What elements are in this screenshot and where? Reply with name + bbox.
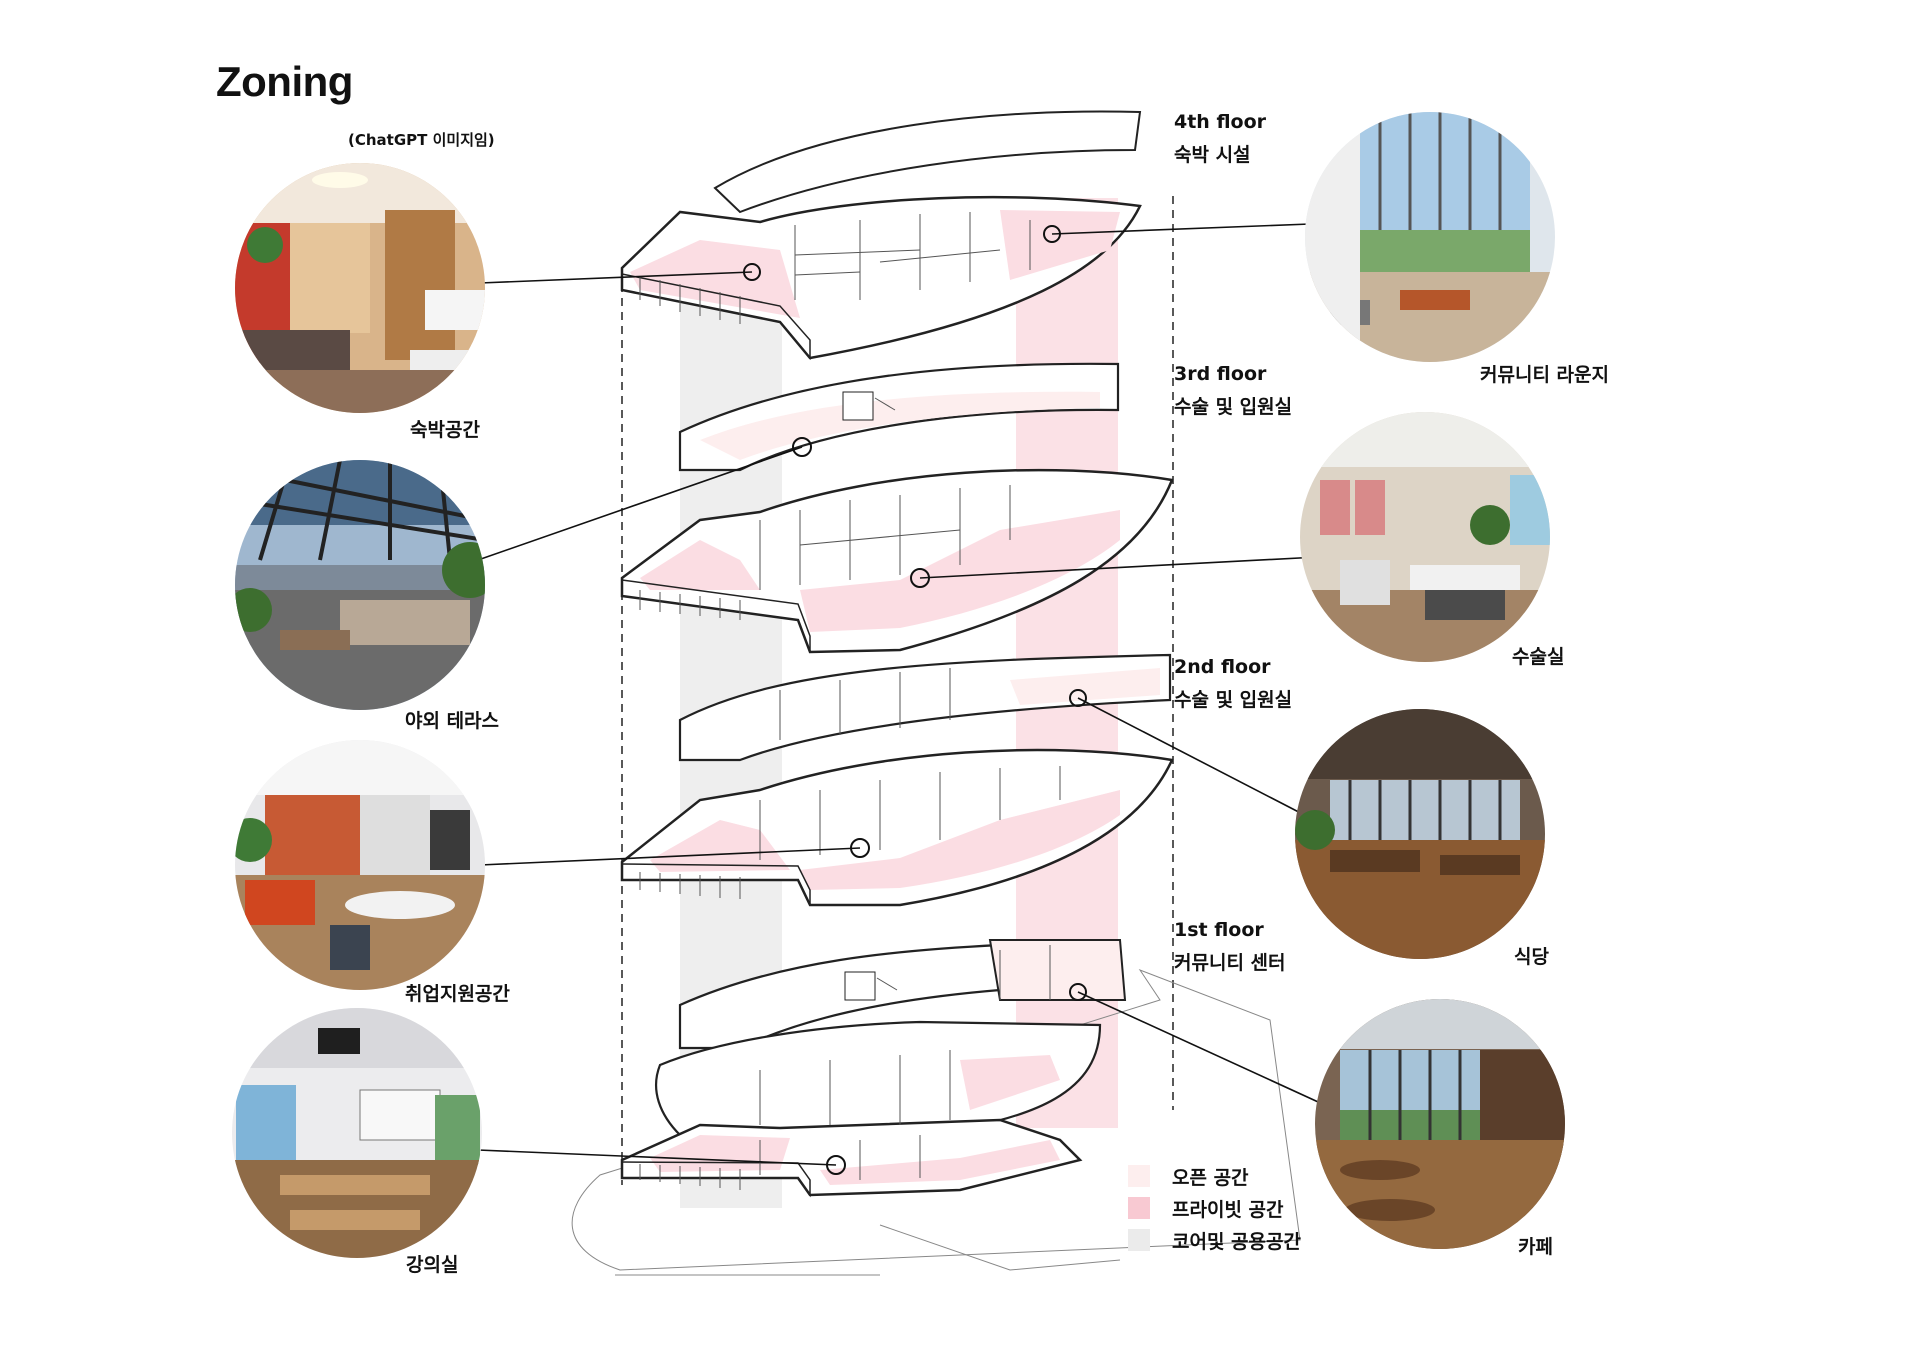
floor-label-1f: 1st floor 커뮤니티 센터: [1174, 921, 1286, 973]
legend-label-private: 프라이빗 공간: [1172, 1198, 1284, 1221]
floor-use-3f: 수술 및 입원실: [1174, 396, 1293, 418]
legend-item-private: 프라이빗 공간: [1128, 1192, 1301, 1224]
floor-use-4f: 숙박 시설: [1174, 144, 1251, 166]
floor-name-1f: 1st floor: [1174, 919, 1264, 941]
floor-name-3f: 3rd floor: [1174, 363, 1267, 385]
floor-name-4f: 4th floor: [1174, 111, 1267, 133]
legend-swatch-open: [1128, 1165, 1150, 1187]
label-community-lounge: 커뮤니티 라운지: [1480, 364, 1609, 386]
floor-label-4f: 4th floor 숙박 시설: [1174, 113, 1266, 165]
legend: 오픈 공간 프라이빗 공간 코어및 공용공간: [1128, 1160, 1301, 1256]
label-career-space: 취업지원공간: [405, 983, 510, 1005]
floor-1-plan: [571, 939, 1301, 1276]
photo-lecture-room: [232, 1008, 482, 1258]
dashed-guides: [621, 196, 1174, 1185]
legend-item-open: 오픈 공간: [1128, 1160, 1301, 1192]
photo-terrace: [235, 460, 485, 710]
label-operating-room: 수술실: [1512, 646, 1565, 668]
floor-name-2f: 2nd floor: [1174, 656, 1271, 678]
photo-operating-room: [1300, 412, 1550, 662]
pointer-lines: [477, 223, 1341, 1166]
legend-item-core: 코어및 공용공간: [1128, 1224, 1301, 1256]
label-cafe: 카페: [1518, 1236, 1553, 1258]
pointer-markers: [743, 225, 1087, 1175]
legend-swatch-private: [1128, 1197, 1150, 1219]
legend-label-open: 오픈 공간: [1172, 1166, 1249, 1189]
floor-label-3f: 3rd floor 수술 및 입원실: [1174, 365, 1292, 417]
floor-use-2f: 수술 및 입원실: [1174, 689, 1293, 711]
photo-cafe: [1315, 999, 1565, 1249]
legend-label-core: 코어및 공용공간: [1172, 1230, 1301, 1253]
photo-dormitory: [235, 163, 485, 413]
photo-career-space: [235, 740, 485, 990]
legend-swatch-core: [1128, 1229, 1150, 1251]
label-terrace: 야외 테라스: [405, 710, 500, 732]
label-restaurant: 식당: [1514, 946, 1549, 968]
floor-2-plan: [620, 653, 1174, 907]
page-title: Zoning: [216, 58, 353, 105]
photo-community-lounge: [1305, 112, 1555, 362]
floor-3-plan: [620, 362, 1174, 654]
floor-label-2f: 2nd floor 수술 및 입원실: [1174, 658, 1292, 710]
floor-use-1f: 커뮤니티 센터: [1174, 952, 1286, 974]
floor-4-plan: [620, 110, 1142, 361]
label-dormitory: 숙박공간: [410, 419, 480, 441]
photo-restaurant: [1295, 709, 1545, 959]
image-source-note: (ChatGPT 이미지임): [348, 131, 495, 149]
label-lecture-room: 강의실: [406, 1254, 459, 1276]
